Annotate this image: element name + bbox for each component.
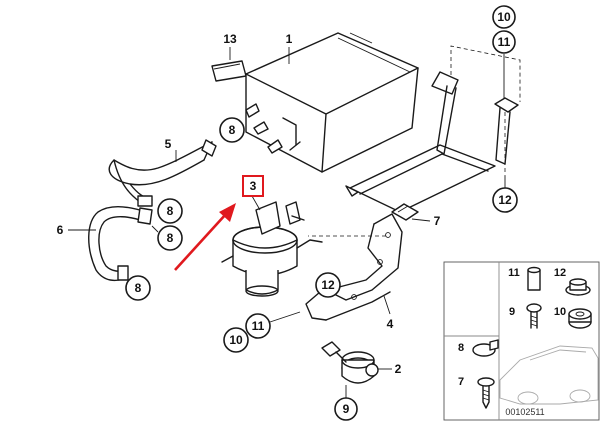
- callout-bottom-9: 9: [334, 397, 358, 421]
- callout-4: 4: [387, 317, 394, 331]
- callout-mid-12: 12: [315, 272, 341, 298]
- callout-left-8: 8: [219, 117, 245, 143]
- callout-right-12: 12: [492, 187, 518, 213]
- callout-top-10: 10: [492, 5, 516, 29]
- svg-text:11: 11: [498, 35, 511, 49]
- callout-low-10: 10: [223, 327, 249, 353]
- callout-low-8: 8: [125, 275, 151, 301]
- inset-bolt-part: [526, 303, 542, 329]
- part-13-pad: [211, 60, 247, 82]
- inset-label-7: 7: [458, 376, 464, 388]
- part-3-valve: [221, 201, 323, 297]
- callout-low-11: 11: [245, 313, 271, 339]
- inset-grommet-part: [565, 278, 591, 296]
- canister-bracket: [345, 45, 521, 213]
- svg-text:8: 8: [229, 123, 236, 137]
- svg-text:3: 3: [250, 179, 257, 193]
- part-4-bracket: [305, 213, 403, 321]
- document-number: 00102511: [505, 407, 544, 417]
- svg-text:8: 8: [167, 231, 174, 245]
- callout-top-11: 11: [492, 30, 516, 54]
- svg-text:10: 10: [229, 333, 243, 347]
- svg-text:8: 8: [135, 281, 142, 295]
- small-parts-inset: 11 12 9 10 8: [443, 261, 600, 421]
- inset-label-12: 12: [554, 267, 566, 279]
- callout-7: 7: [434, 214, 441, 228]
- callout-1: 1: [286, 32, 293, 46]
- callout-13: 13: [223, 32, 237, 46]
- inset-clamp-part: [472, 339, 499, 357]
- part-1-canister: [245, 32, 419, 173]
- leader-7: [411, 218, 431, 222]
- inset-sleeve-part: [527, 266, 541, 291]
- svg-text:8: 8: [167, 204, 174, 218]
- callout-5: 5: [165, 137, 172, 151]
- svg-text:10: 10: [497, 10, 511, 24]
- leader-4: [383, 295, 391, 315]
- inset-label-9: 9: [509, 306, 515, 318]
- inset-label-11: 11: [508, 267, 520, 279]
- inset-nut-part: [568, 308, 592, 329]
- part-5-hose: [108, 139, 217, 207]
- svg-text:9: 9: [343, 402, 350, 416]
- svg-text:11: 11: [252, 319, 265, 333]
- callout-6: 6: [57, 223, 64, 237]
- part-2-sensor: [321, 341, 379, 384]
- part-7-clip: [391, 203, 419, 221]
- leader-low-11: [269, 311, 301, 323]
- leader-3: [251, 195, 261, 211]
- svg-text:12: 12: [321, 278, 335, 292]
- callout-3-highlight: 3: [242, 175, 264, 197]
- leader-mid-8b: [151, 225, 159, 233]
- car-silhouette: [499, 345, 599, 405]
- inset-label-10: 10: [554, 306, 566, 318]
- highlight-arrow: [174, 203, 236, 271]
- inset-screw-part: [477, 377, 495, 409]
- callout-mid-8a: 8: [157, 198, 183, 224]
- callout-2: 2: [395, 362, 402, 376]
- callout-mid-8b: 8: [157, 225, 183, 251]
- svg-text:12: 12: [498, 193, 512, 207]
- part-6-hose: [88, 206, 153, 282]
- inset-label-8: 8: [458, 342, 464, 354]
